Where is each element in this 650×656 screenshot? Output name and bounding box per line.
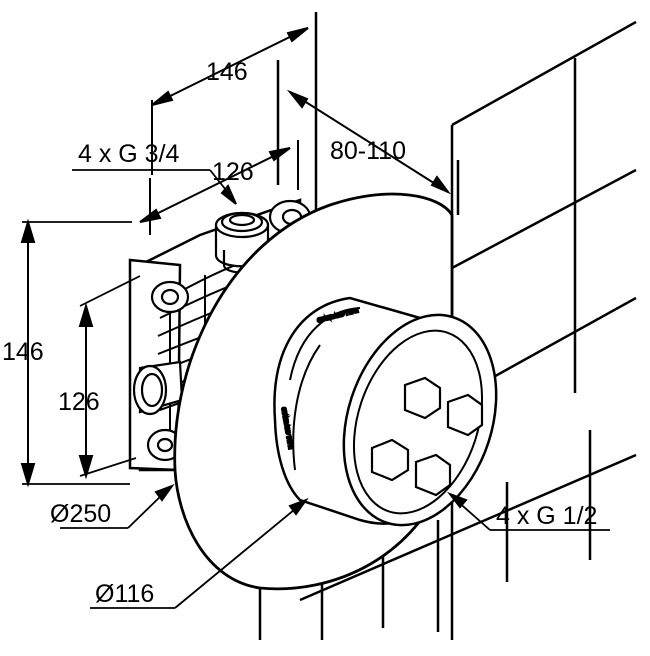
dim-height-outer: 146 — [2, 338, 44, 366]
dim-height-inner: 126 — [58, 388, 100, 416]
dim-rosette-diameter: Ø250 — [50, 500, 111, 528]
dim-wall-depth: 80-110 — [330, 137, 406, 165]
dim-cover-diameter: Ø116 — [95, 580, 154, 608]
dimension-labels: 146 4 x G 3/4 126 80-110 146 126 Ø250 Ø1… — [2, 58, 597, 608]
dim-top-width: 146 — [206, 58, 248, 86]
dimension-lines — [20, 12, 610, 609]
dim-inner-width: 126 — [212, 158, 254, 186]
cartridge-cylinder: STANDARD TYPE STANDARD TYPE — [273, 296, 498, 527]
dim-thread-outlets: 4 x G 1/2 — [496, 502, 597, 530]
dim-thread-inlets: 4 x G 3/4 — [78, 140, 180, 168]
